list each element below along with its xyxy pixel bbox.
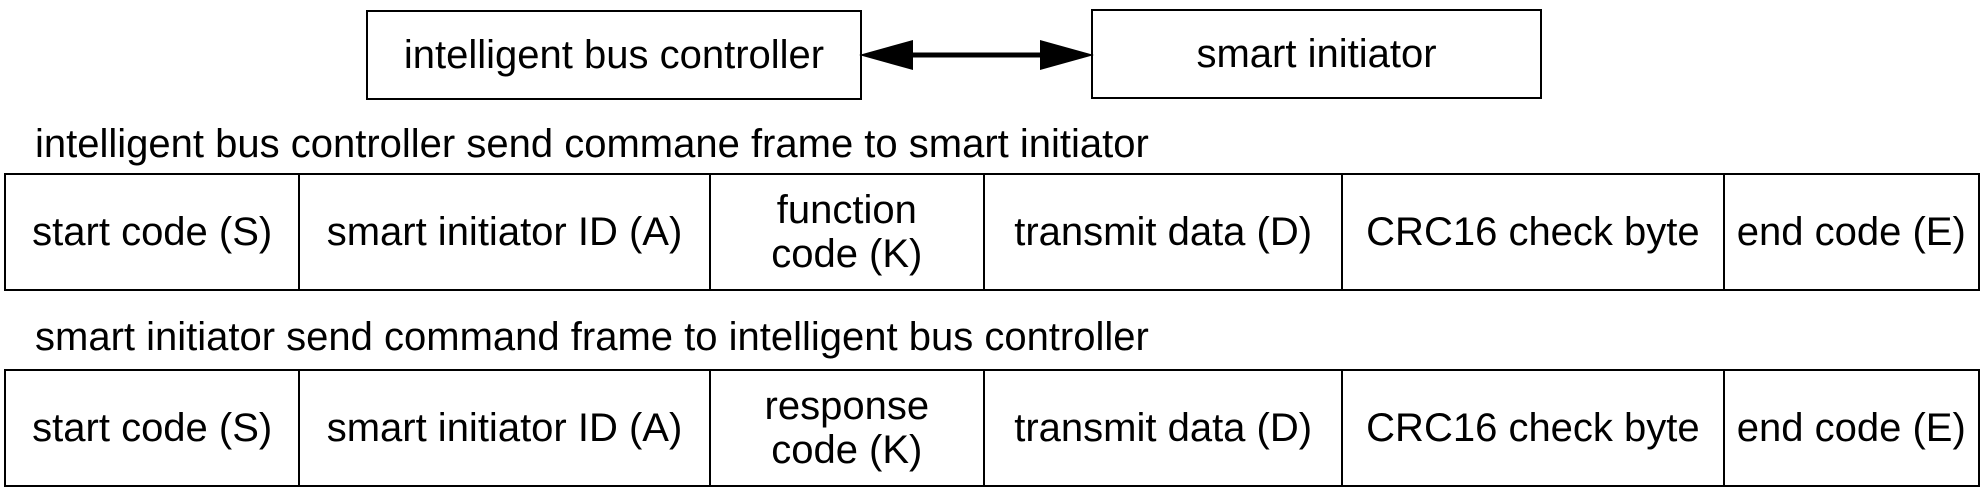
smart-initiator-label: smart initiator [1196, 32, 1437, 76]
initiator-id-field: smart initiator ID (A) [300, 175, 711, 289]
function-code-line-2: code (K) [771, 232, 923, 276]
response-code-line-1: response [764, 384, 930, 428]
end-code-field: end code (E) [1736, 210, 1966, 254]
function-code-line-1: function [776, 188, 917, 232]
intelligent-bus-controller-label: intelligent bus controller [403, 33, 825, 77]
command-frame: start code (S) smart initiator ID (A) fu… [4, 173, 1980, 291]
crc16-check-byte-field: CRC16 check byte [1343, 175, 1725, 289]
end-code-field: end code (E) [1736, 406, 1966, 450]
intelligent-bus-controller-box: intelligent bus controller [366, 10, 862, 100]
crc16-check-byte-field: CRC16 check byte [1343, 371, 1725, 485]
smart-initiator-box: smart initiator [1091, 9, 1542, 99]
transmit-data-field: transmit data (D) [985, 175, 1344, 289]
response-code-field: response code (K) [711, 371, 986, 485]
start-code-field: start code (S) [6, 371, 301, 485]
arrow-head-left [859, 40, 913, 70]
transmit-data-field: transmit data (D) [985, 371, 1344, 485]
initiator-id-field: smart initiator ID (A) [300, 371, 711, 485]
function-code-field: function code (K) [711, 175, 986, 289]
start-code-field: start code (S) [6, 175, 301, 289]
response-frame: start code (S) smart initiator ID (A) re… [4, 369, 1980, 487]
response-code-line-2: code (K) [771, 428, 923, 472]
bidirectional-arrow [859, 40, 1094, 70]
frame-2-caption: smart initiator send command frame to in… [35, 315, 1149, 359]
frame-1-caption: intelligent bus controller send commane … [35, 122, 1149, 166]
arrow-head-right [1040, 40, 1094, 70]
